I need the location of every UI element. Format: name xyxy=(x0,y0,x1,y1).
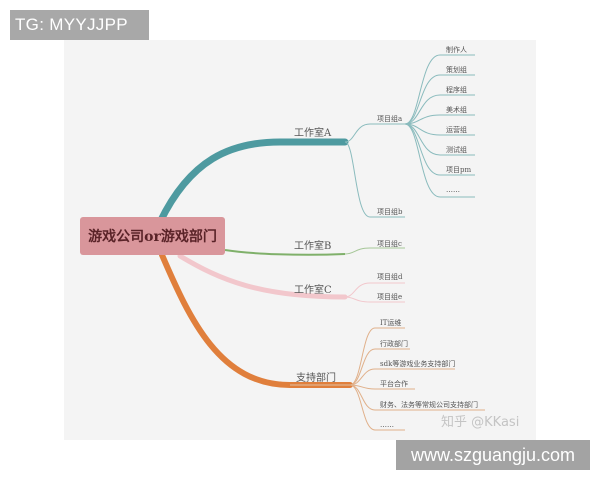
node-project-e[interactable]: 项目组e xyxy=(377,293,403,301)
node-project-c[interactable]: 项目组c xyxy=(377,240,402,248)
connector-root-a xyxy=(156,138,349,226)
node-ellipsis-support[interactable]: …… xyxy=(380,421,394,429)
node-planning[interactable]: 策划组 xyxy=(446,66,467,74)
node-it-ops[interactable]: IT运维 xyxy=(380,319,402,327)
node-art[interactable]: 美术组 xyxy=(446,106,467,114)
connector-root-c xyxy=(177,253,348,300)
node-programming[interactable]: 程序组 xyxy=(446,86,467,94)
node-finance-legal[interactable]: 财务、法务等常规公司支持部门 xyxy=(380,401,478,409)
site-watermark: www.szguangju.com xyxy=(396,440,590,470)
node-producer[interactable]: 制作人 xyxy=(446,46,467,54)
zhihu-credit: 知乎 @KKasi xyxy=(441,415,520,430)
node-support-dept[interactable]: 支持部门 xyxy=(296,373,336,384)
node-studio-b[interactable]: 工作室B xyxy=(294,241,332,252)
node-operations[interactable]: 运营组 xyxy=(446,126,467,134)
connector-root-b xyxy=(224,249,346,256)
node-testing[interactable]: 测试组 xyxy=(446,146,467,154)
root-node[interactable]: 游戏公司or游戏部门 xyxy=(80,217,225,255)
node-studio-c[interactable]: 工作室C xyxy=(294,285,332,296)
node-project-a[interactable]: 项目组a xyxy=(377,115,403,123)
node-project-b[interactable]: 项目组b xyxy=(377,208,403,216)
node-admin[interactable]: 行政部门 xyxy=(380,340,408,348)
node-studio-a[interactable]: 工作室A xyxy=(294,128,332,139)
node-ellipsis-a[interactable]: …… xyxy=(446,186,460,194)
connector-root-support xyxy=(159,252,353,388)
node-platform[interactable]: 平台合作 xyxy=(380,380,408,388)
node-sdk-support[interactable]: sdk等游戏业务支持部门 xyxy=(380,360,456,368)
tg-watermark: TG: MYYJJPP xyxy=(10,10,149,40)
node-project-pm[interactable]: 项目pm xyxy=(446,166,472,174)
node-project-d[interactable]: 项目组d xyxy=(377,273,403,281)
